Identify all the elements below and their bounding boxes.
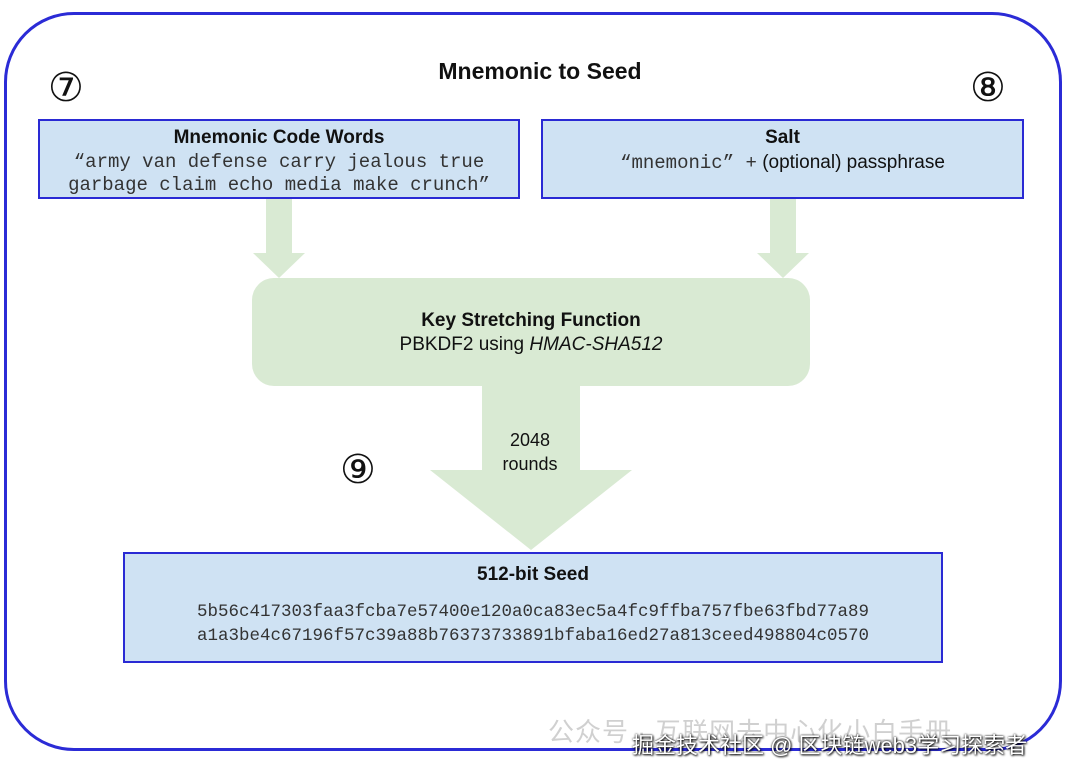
rounds-label: 2048 rounds — [480, 428, 580, 476]
rounds-count: 2048 — [509, 430, 551, 450]
watermark-text: 公众号 · 互联网去中心化小白手册 — [548, 717, 953, 747]
step-marker-8: ⑧ — [970, 65, 1006, 111]
kdf-subtitle-hmac: HMAC-SHA512 — [529, 334, 663, 355]
seed-box: 512-bit Seed 5b56c417303faa3fcba7e57400e… — [123, 552, 943, 663]
step-marker-9: ⑨ — [340, 447, 376, 493]
rounds-text: rounds — [502, 454, 558, 474]
credit-text: 掘金技术社区 @ 区块链web3学习探索者 — [632, 733, 1028, 758]
step-marker-7: ⑦ — [48, 65, 84, 111]
salt-passphrase-text: (optional) passphrase — [762, 152, 945, 173]
mnemonic-code-words-box: Mnemonic Code Words “army van defense ca… — [38, 119, 520, 199]
arrow-mnemonic-to-kdf — [253, 197, 305, 278]
seed-hex-line-1: 5b56c417303faa3fcba7e57400e120a0ca83ec5a… — [196, 602, 870, 622]
diagram-title: Mnemonic to Seed — [438, 58, 642, 84]
key-stretching-function-box: Key Stretching Function PBKDF2 using HMA… — [252, 278, 810, 386]
salt-box-title: Salt — [765, 127, 800, 148]
seed-box-title: 512-bit Seed — [477, 564, 589, 585]
arrow-salt-to-kdf — [757, 197, 809, 278]
salt-box: Salt “mnemonic” + (optional) passphrase — [541, 119, 1024, 199]
mnemonic-box-title: Mnemonic Code Words — [173, 127, 385, 148]
kdf-subtitle: PBKDF2 using HMAC-SHA512 — [252, 334, 810, 356]
mnemonic-words-line-2: garbage claim echo media make crunch” — [68, 174, 490, 196]
kdf-title: Key Stretching Function — [421, 310, 641, 331]
kdf-subtitle-prefix: PBKDF2 using — [399, 334, 530, 355]
seed-hex-line-2: a1a3be4c67196f57c39a88b76373733891bfaba1… — [196, 626, 870, 646]
salt-mnemonic-literal: “mnemonic” + — [620, 152, 757, 174]
mnemonic-words-line-1: “army van defense carry jealous true — [73, 151, 485, 173]
arrow-kdf-to-seed — [430, 384, 632, 550]
